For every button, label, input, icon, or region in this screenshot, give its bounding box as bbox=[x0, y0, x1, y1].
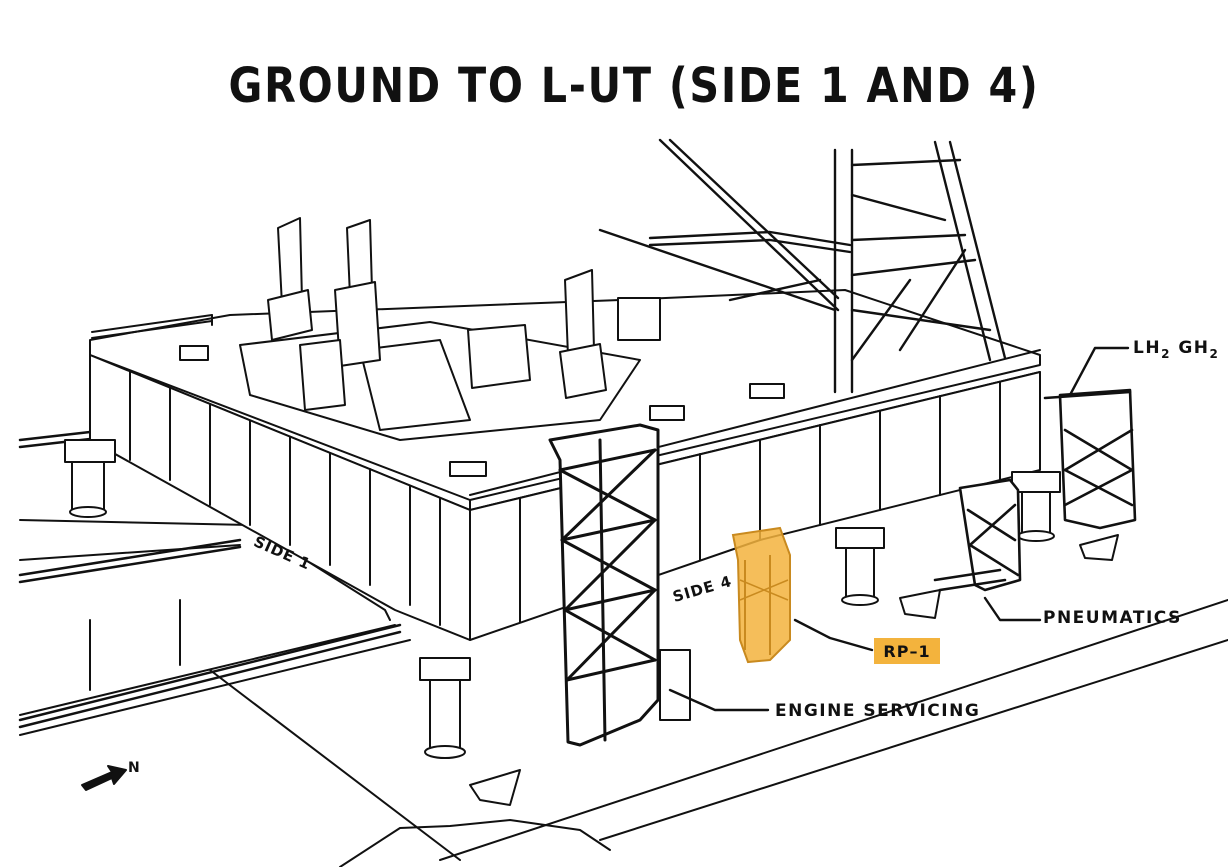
lh2-mast bbox=[1043, 388, 1137, 530]
deck-hatches bbox=[179, 345, 785, 477]
deck-face-side1 bbox=[89, 354, 471, 641]
pneumatics-label: PNEUMATICS bbox=[1043, 608, 1182, 628]
railing-left bbox=[18, 430, 402, 729]
engine-servicing-label: ENGINE SERVICING bbox=[775, 701, 981, 721]
north-label: N bbox=[128, 760, 140, 776]
holddown-arms bbox=[267, 217, 661, 411]
ground-lines bbox=[19, 519, 1228, 867]
diagram-title: GROUND TO L-UT (SIDE 1 AND 4) bbox=[228, 58, 1040, 114]
rp1-label: RP–1 bbox=[874, 638, 940, 664]
support-legs bbox=[64, 439, 1119, 806]
engine-servicing-mast bbox=[548, 423, 691, 747]
rp1-mast-highlight bbox=[731, 526, 791, 664]
pneumatics-mast bbox=[933, 478, 1022, 592]
lh2-gh2-label: LH2 GH2 bbox=[1133, 338, 1220, 361]
north-arrow-icon bbox=[81, 765, 127, 791]
callout-leaders bbox=[668, 346, 1130, 712]
exhaust-opening bbox=[239, 321, 641, 441]
umbilical-tower bbox=[598, 138, 1007, 394]
